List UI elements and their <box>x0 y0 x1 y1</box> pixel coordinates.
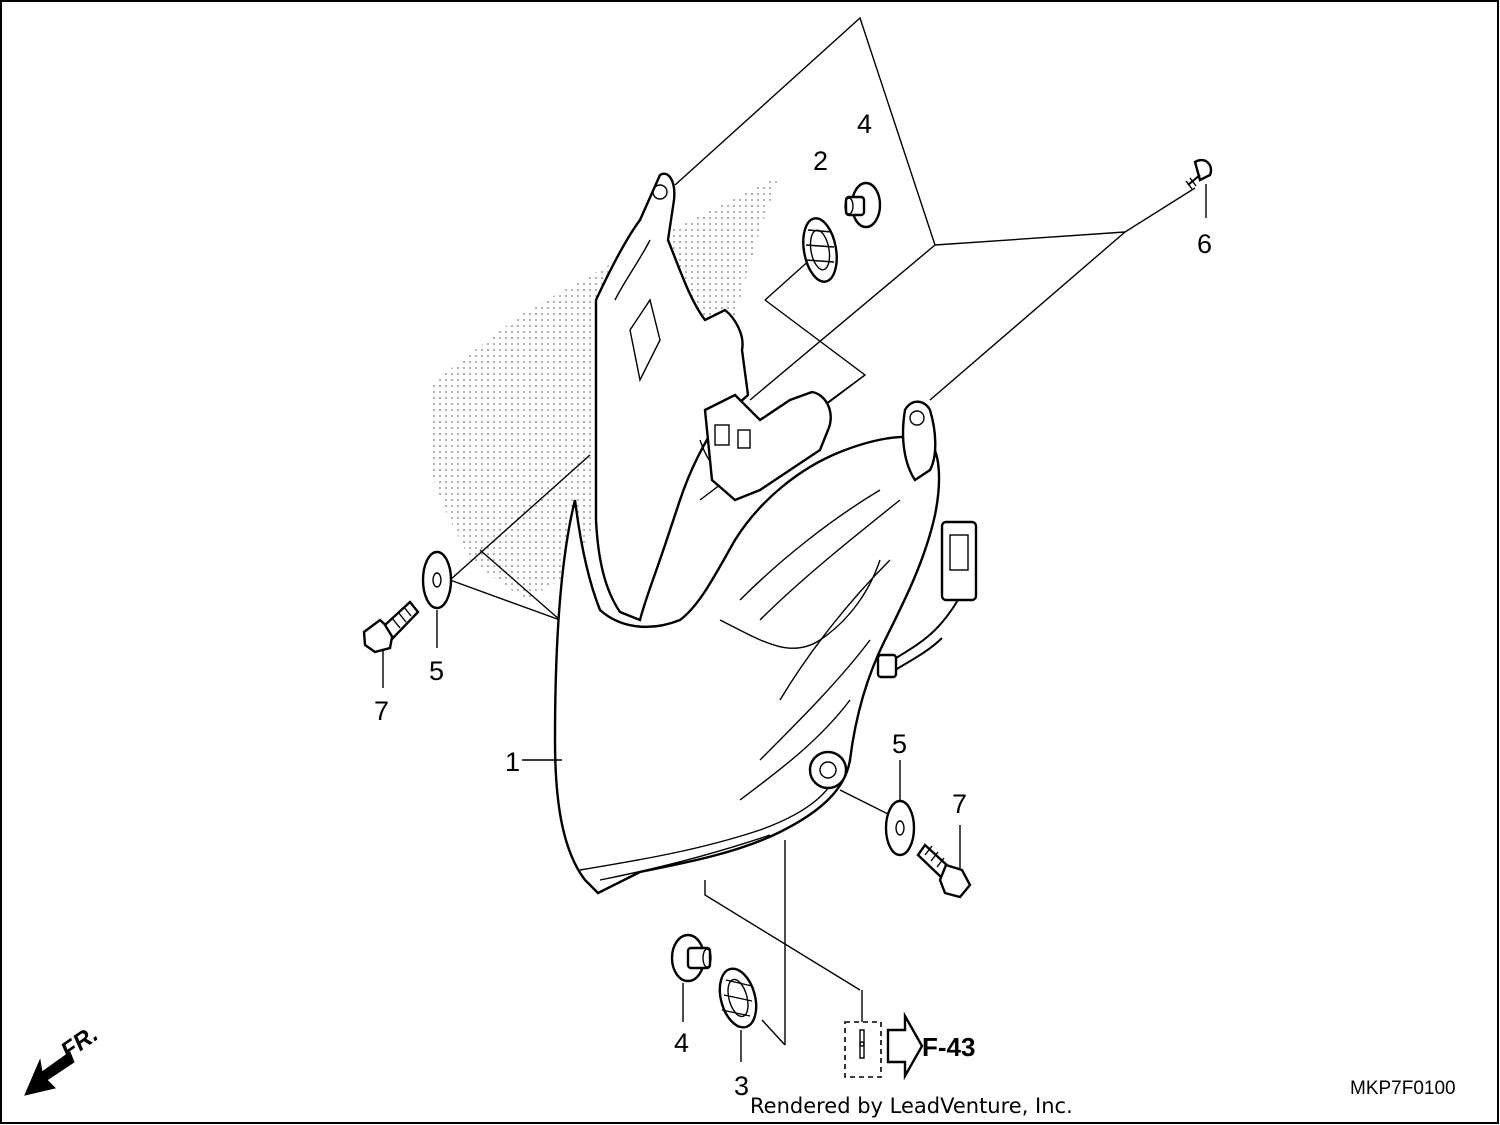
diagram-code: MKP7F0100 <box>1350 1078 1456 1099</box>
callout-5-left: 5 <box>429 656 444 686</box>
leader-lines-left <box>449 454 591 621</box>
washer-right[interactable] <box>884 760 916 857</box>
bolt-icon[interactable] <box>1185 158 1213 218</box>
front-arrow-icon: FR. <box>24 1021 103 1096</box>
bolt-right[interactable] <box>916 825 972 899</box>
callout-1: 1 <box>505 747 520 777</box>
grommet-icon[interactable] <box>799 216 842 285</box>
callout-7-right: 7 <box>952 789 967 819</box>
callout-6: 6 <box>1197 229 1212 259</box>
grommet-bottom[interactable] <box>714 965 762 1062</box>
collar-icon[interactable] <box>844 181 882 229</box>
callout-2: 2 <box>813 146 828 176</box>
render-credit: Rendered by LeadVenture, Inc. <box>750 1094 1073 1118</box>
callout-4-top: 4 <box>857 109 872 139</box>
collar-bottom[interactable] <box>670 933 712 1022</box>
reference-arrow-icon[interactable]: F-43 <box>844 990 975 1081</box>
headlight-assembly[interactable] <box>553 172 978 895</box>
callout-5-right: 5 <box>892 729 907 759</box>
callout-numbers: 1 2 4 6 5 7 5 7 4 3 <box>374 109 1212 1101</box>
callout-3: 3 <box>734 1071 749 1101</box>
callout-7-left: 7 <box>374 696 389 726</box>
bolt-left[interactable] <box>362 600 438 688</box>
reference-label: F-43 <box>922 1032 975 1062</box>
washer-icon[interactable] <box>421 550 453 610</box>
callout-4-bottom: 4 <box>674 1028 689 1058</box>
leader-lines-bottom <box>704 789 891 1046</box>
